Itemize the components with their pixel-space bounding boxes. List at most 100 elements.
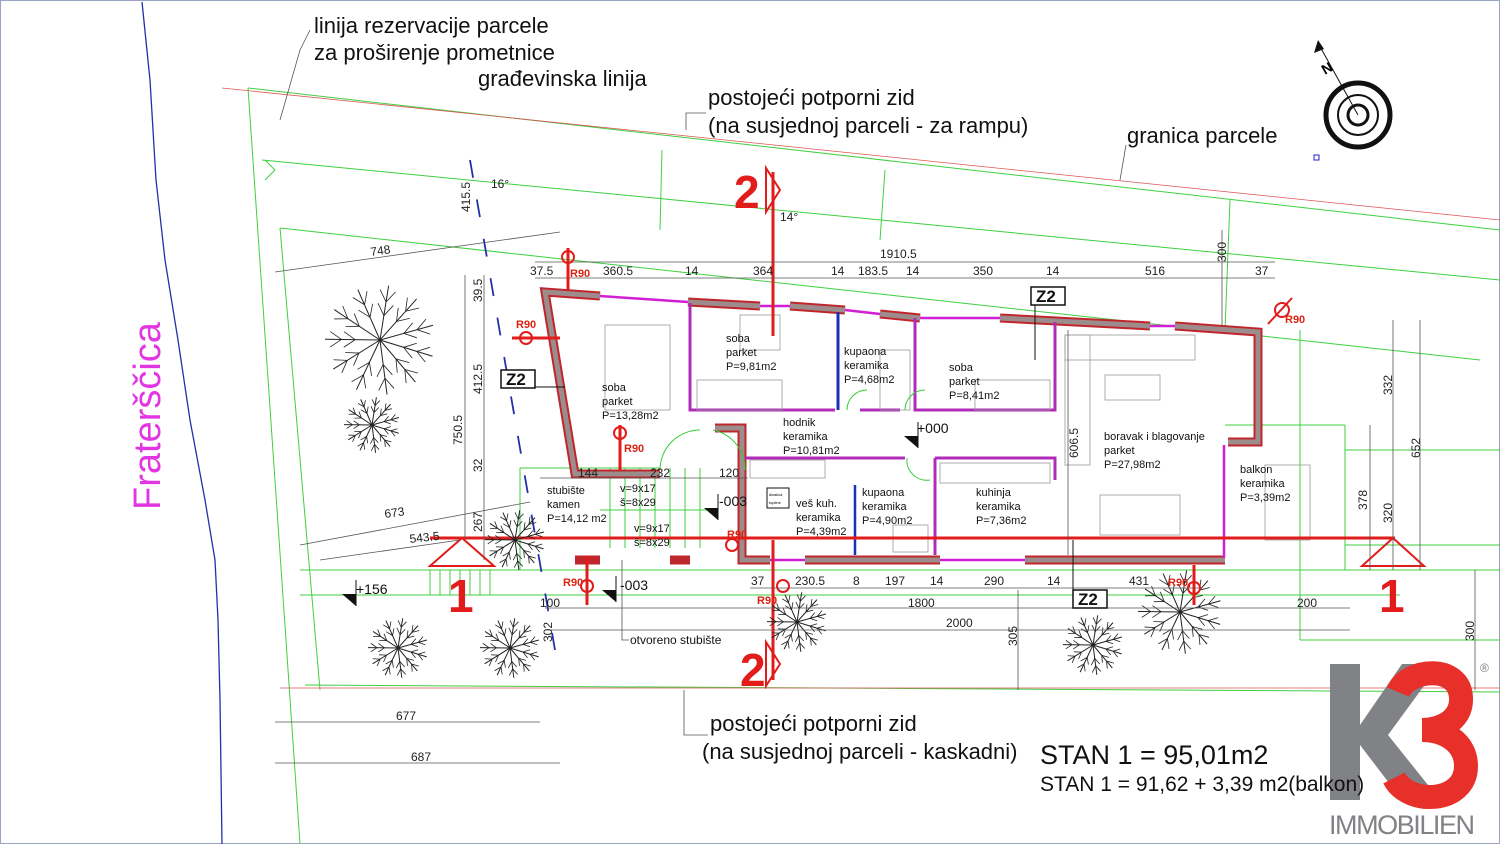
- room-name: soba: [602, 382, 627, 394]
- tree-twig: [522, 638, 529, 645]
- tree-twig: [1207, 617, 1219, 622]
- tree-twig: [777, 621, 784, 627]
- tree-twig: [798, 635, 805, 642]
- tree-twig: [816, 627, 823, 635]
- room-name: veš kuh.: [796, 498, 837, 510]
- dimension: 2000: [946, 616, 973, 630]
- zone-tag: Z2: [1078, 590, 1098, 609]
- tree-twig: [799, 595, 806, 602]
- tree-twig: [376, 658, 381, 667]
- fire-rating-label: R90: [1285, 314, 1305, 326]
- tree-branch: [484, 647, 511, 665]
- tree-twig: [528, 516, 531, 525]
- tree-twig: [1092, 617, 1097, 625]
- tree-twig: [1150, 627, 1156, 638]
- tree-branch: [514, 539, 544, 550]
- plot-boundary-line: [221, 87, 1500, 221]
- tree-twig: [1094, 625, 1101, 632]
- dimension: 14: [831, 264, 845, 278]
- dimension: 144: [578, 466, 598, 480]
- tree-twig: [369, 362, 372, 377]
- tree-twig: [379, 434, 382, 442]
- tree-twig: [494, 521, 498, 529]
- room-finish: keramika: [976, 501, 1022, 513]
- dimension: 14: [685, 264, 699, 278]
- tree-twig: [791, 602, 794, 610]
- tree-twig: [370, 437, 374, 444]
- tree-branch: [1067, 628, 1094, 646]
- room-finish: keramika: [844, 360, 890, 372]
- tree-twig: [482, 647, 490, 653]
- tree-branch: [1092, 644, 1113, 669]
- tree-branch: [796, 621, 826, 632]
- dimension: 290: [984, 574, 1004, 588]
- tree-twig: [384, 439, 392, 443]
- tree-twig: [360, 409, 368, 414]
- tree-twig: [1083, 663, 1086, 672]
- tree-twig: [517, 513, 524, 520]
- tree-twig: [799, 642, 805, 649]
- tree-twig: [1078, 630, 1083, 638]
- stair-spec: v=9x17: [620, 483, 656, 495]
- stair-spec: v=9x17: [634, 523, 670, 535]
- tree-twig: [805, 632, 807, 640]
- tree-branch: [384, 647, 399, 676]
- room-name: soba: [949, 362, 974, 374]
- tree-branch: [379, 324, 434, 341]
- tree-twig: [352, 297, 365, 306]
- tree-twig: [417, 651, 426, 655]
- tree-twig: [1101, 654, 1110, 658]
- tree-twig: [795, 642, 801, 650]
- tree-twig: [502, 551, 510, 557]
- section-2-label-bottom: 2: [740, 644, 766, 696]
- tree-twig: [1090, 658, 1096, 666]
- dimension-lines: [274, 230, 1476, 764]
- plot-boundary-label: granica parcele: [1127, 123, 1277, 148]
- dimension: 8: [853, 574, 860, 588]
- tree-twig: [528, 522, 537, 525]
- tree-twig: [1105, 648, 1111, 656]
- tree-twig: [482, 643, 490, 649]
- room-finish: keramika: [783, 431, 829, 443]
- tree-branch: [509, 647, 530, 672]
- dimension: 652: [1409, 438, 1423, 458]
- stair-treads: [429, 468, 710, 595]
- tree-branch: [509, 625, 531, 649]
- zone-tags: Z2 Z2 Z2: [500, 286, 1108, 609]
- dimension: 14: [1046, 264, 1060, 278]
- tree-branch: [1179, 600, 1221, 613]
- tree-twig: [383, 416, 389, 422]
- tree-branch: [1092, 644, 1098, 675]
- tree-twig: [397, 620, 402, 628]
- tree-twig: [497, 631, 505, 636]
- heat-pump-box: [766, 487, 790, 509]
- tree-branch: [1179, 570, 1188, 613]
- tree-icon: [1137, 570, 1221, 654]
- tree-icon: [367, 618, 428, 678]
- tree-branch: [372, 647, 399, 665]
- tree-branch: [783, 621, 798, 650]
- tree-twig: [1207, 620, 1215, 630]
- tree-branch: [371, 397, 377, 426]
- room-area: P=7,36m2: [976, 515, 1026, 527]
- tree-twig: [523, 550, 525, 558]
- k3-immobilien-logo: ® IMMOBILIEN: [1329, 661, 1489, 840]
- tree-twig: [390, 414, 396, 421]
- tree-twig: [1105, 646, 1114, 650]
- tree-twig: [383, 633, 388, 641]
- tree-branch: [324, 338, 381, 341]
- open-staircase-label: otvoreno stubište: [630, 633, 722, 647]
- tree-twig: [1184, 575, 1193, 584]
- tree-twig: [787, 640, 790, 649]
- stair-specs: v=9x17 š=8x29 v=9x17 š=8x29: [620, 483, 670, 549]
- tree-twig: [494, 666, 502, 672]
- tree-twig: [363, 374, 367, 389]
- tree-branch: [347, 424, 373, 441]
- tree-twig: [487, 535, 495, 541]
- level-marker: +156: [356, 581, 388, 597]
- room-area: P=27,98m2: [1104, 459, 1161, 471]
- tree-branch: [1179, 611, 1221, 625]
- dimension: 32: [471, 458, 485, 472]
